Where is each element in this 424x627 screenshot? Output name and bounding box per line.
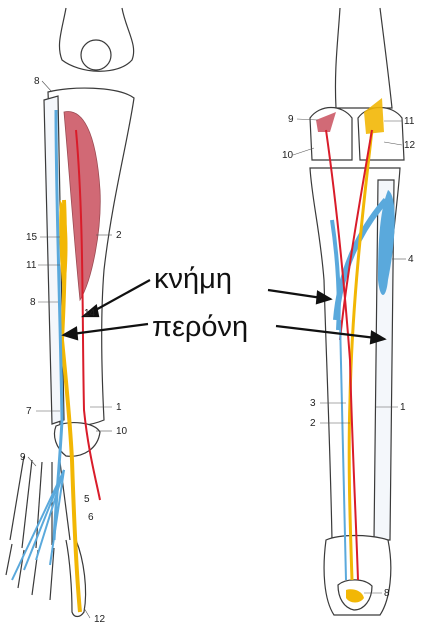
left-label-11: 11 xyxy=(26,260,37,271)
left-leg xyxy=(6,8,134,617)
left-label-8-top: 8 xyxy=(34,76,40,87)
left-label-1: 1 xyxy=(116,402,122,413)
right-label-2: 2 xyxy=(310,418,316,429)
right-label-11: 11 xyxy=(404,116,415,127)
right-femur xyxy=(335,8,392,108)
left-metatarsal-5 xyxy=(10,456,24,540)
left-label-2: 2 xyxy=(116,230,122,241)
right-label-12: 12 xyxy=(404,140,416,151)
right-label-4: 4 xyxy=(408,254,414,265)
left-label-15: 15 xyxy=(26,232,38,243)
label-fibula: περόνη xyxy=(152,311,248,343)
right-label-1: 1 xyxy=(400,402,406,413)
left-label-12: 12 xyxy=(94,614,106,625)
left-label-9: 9 xyxy=(20,452,26,463)
left-label-14: 14 xyxy=(84,308,96,319)
arrow-tibia-right xyxy=(268,290,322,298)
left-label-6: 6 xyxy=(88,512,94,523)
right-leg xyxy=(310,8,404,615)
left-label-7: 7 xyxy=(26,406,32,417)
right-femur-condyles xyxy=(310,108,404,161)
label-tibia: κνήμη xyxy=(154,263,232,295)
right-label-3: 3 xyxy=(310,398,316,409)
right-label-10: 10 xyxy=(282,150,294,161)
left-foot-tendons xyxy=(12,470,64,580)
left-label-5: 5 xyxy=(84,494,90,505)
left-metatarsal-4 xyxy=(22,460,32,548)
right-label-8: 8 xyxy=(384,588,390,599)
left-patella xyxy=(81,40,111,70)
left-label-10: 10 xyxy=(116,426,128,437)
right-label-9: 9 xyxy=(288,114,294,125)
left-label-8-mid: 8 xyxy=(30,297,36,308)
